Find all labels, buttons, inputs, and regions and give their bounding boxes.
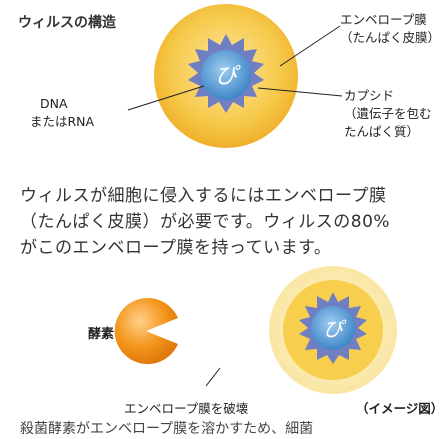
envelope-break-label: エンベロープ膜を破壊	[124, 401, 249, 416]
enzyme-shape	[114, 298, 178, 365]
dna-leader	[127, 85, 205, 111]
body-text-line-2: （たんぱく皮膜）が必要です。ウィルスの80%	[20, 212, 391, 232]
body-text-line-3: がこのエンベロープ膜を持っています。	[20, 238, 332, 258]
dna-label: DNA	[40, 96, 68, 111]
dna-core	[201, 50, 251, 100]
capsid-label-sub2: たんぱく質）	[344, 124, 420, 139]
envelope-label-sub: （たんぱく皮膜）	[340, 30, 441, 45]
body-text-line-1: ウィルスが細胞に侵入するにはエンベロープ膜	[20, 186, 387, 206]
image-note: （イメージ図）	[356, 401, 444, 416]
capsid-leader	[257, 87, 343, 97]
envelope-leader	[279, 25, 341, 67]
bottom-text: 殺菌酵素がエンベロープ膜を溶かすため、細菌	[20, 421, 314, 437]
page-title: ウィルスの構造	[18, 15, 116, 31]
capsid-label: カプシド	[344, 88, 395, 103]
lower-core	[311, 306, 355, 350]
break-leader	[205, 367, 221, 387]
enzyme-label: 酵素	[88, 327, 115, 342]
envelope-label: エンベロープ膜	[340, 12, 427, 27]
capsid-label-sub1: （遺伝子を包む	[344, 106, 432, 121]
core-glyph: ぴ	[215, 64, 241, 89]
dna-label-sub: またはRNA	[30, 114, 95, 129]
